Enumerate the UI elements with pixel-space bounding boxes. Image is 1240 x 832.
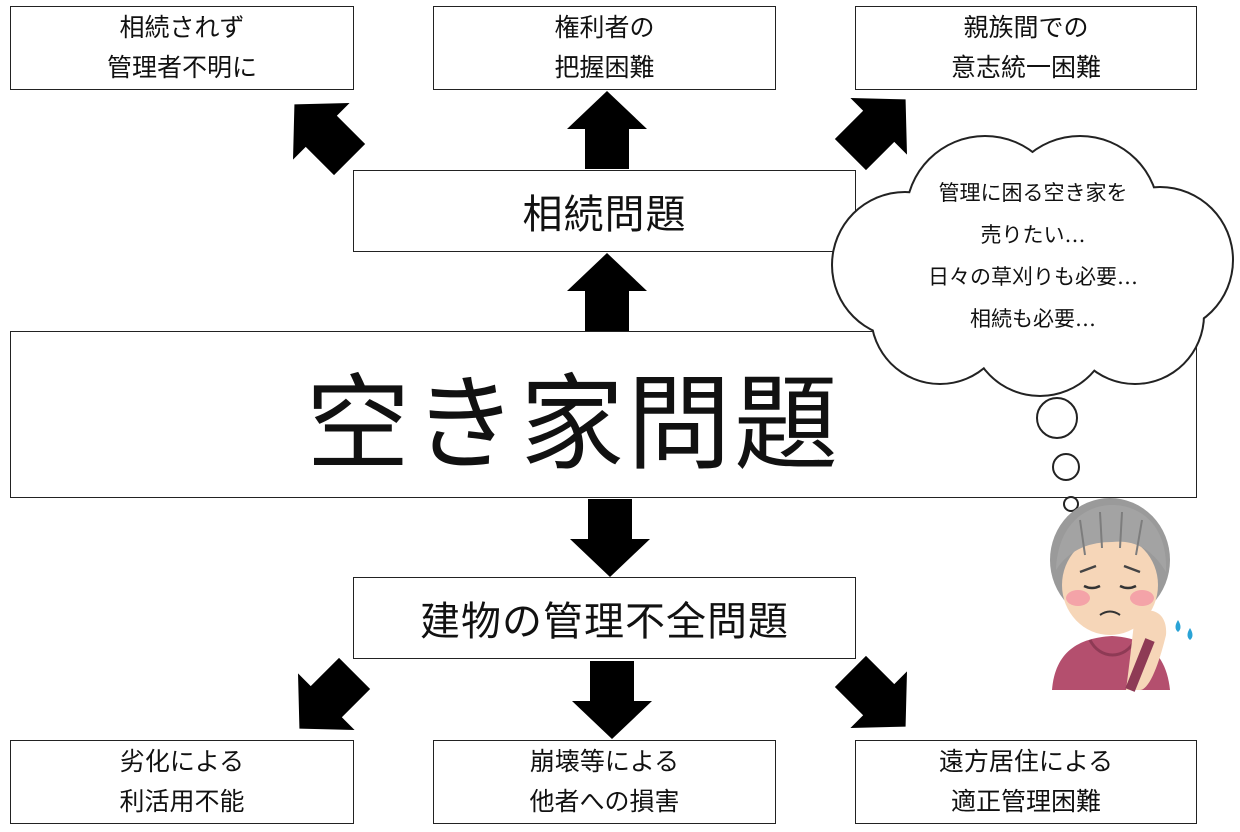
bottom-box-line1: 崩壊等による (529, 747, 680, 776)
inheritance-problem-box: 相続問題 (353, 170, 856, 252)
thought-line: 管理に困る空き家を (938, 181, 1128, 205)
arrow-main-to-inheritance (567, 253, 647, 331)
thought-line: 相続も必要… (970, 307, 1096, 331)
thought-line: 日々の草刈りも必要… (928, 265, 1138, 289)
bottom-box-line2: 適正管理困難 (950, 787, 1101, 816)
thought-bubble-text: 管理に困る空き家を 売りたい… 日々の草刈りも必要… 相続も必要… (868, 172, 1198, 340)
bottom-box-deterioration: 劣化による 利活用不能 (10, 740, 354, 824)
top-box-line1: 相続されず (119, 13, 245, 42)
bottom-box-line1: 遠方居住による (938, 747, 1114, 776)
vacant-house-problem-box: 空き家問題 (10, 331, 1197, 498)
arrow-to-unknown-manager (293, 103, 366, 176)
top-box-rights-holder: 権利者の 把握困難 (433, 6, 776, 90)
top-box-line2: 意志統一困難 (950, 53, 1101, 82)
top-box-line1: 権利者の (554, 13, 655, 42)
arrow-to-rights-holder (567, 91, 647, 169)
arrow-main-to-building (570, 499, 650, 577)
worried-elderly-woman-icon (1050, 498, 1193, 692)
top-box-line1: 親族間での (963, 13, 1089, 42)
top-box-line2: 把握困難 (554, 53, 655, 82)
thought-trail-circles (1036, 397, 1080, 512)
arrow-to-collapse-damage (572, 661, 652, 739)
thought-line: 売りたい… (980, 223, 1086, 247)
top-box-line2: 管理者不明に (106, 53, 257, 82)
bottom-box-collapse-damage: 崩壊等による 他者への損害 (433, 740, 776, 824)
inheritance-problem-label: 相続問題 (522, 192, 687, 238)
building-management-problem-box: 建物の管理不全問題 (353, 577, 856, 659)
bottom-box-line2: 利活用不能 (119, 787, 245, 816)
arrow-to-deterioration (298, 657, 371, 730)
vacant-house-problem-label: 空き家問題 (305, 363, 841, 485)
top-box-unknown-manager: 相続されず 管理者不明に (10, 6, 354, 90)
thought-cloud (831, 135, 1234, 397)
bottom-box-remote-residence: 遠方居住による 適正管理困難 (855, 740, 1197, 824)
arrow-to-remote-residence (834, 655, 907, 728)
building-management-problem-label: 建物の管理不全問題 (420, 599, 789, 645)
bottom-box-line2: 他者への損害 (529, 787, 680, 816)
top-box-family-consensus: 親族間での 意志統一困難 (855, 6, 1197, 90)
bottom-box-line1: 劣化による (119, 747, 245, 776)
arrow-to-family-consensus (834, 98, 907, 171)
